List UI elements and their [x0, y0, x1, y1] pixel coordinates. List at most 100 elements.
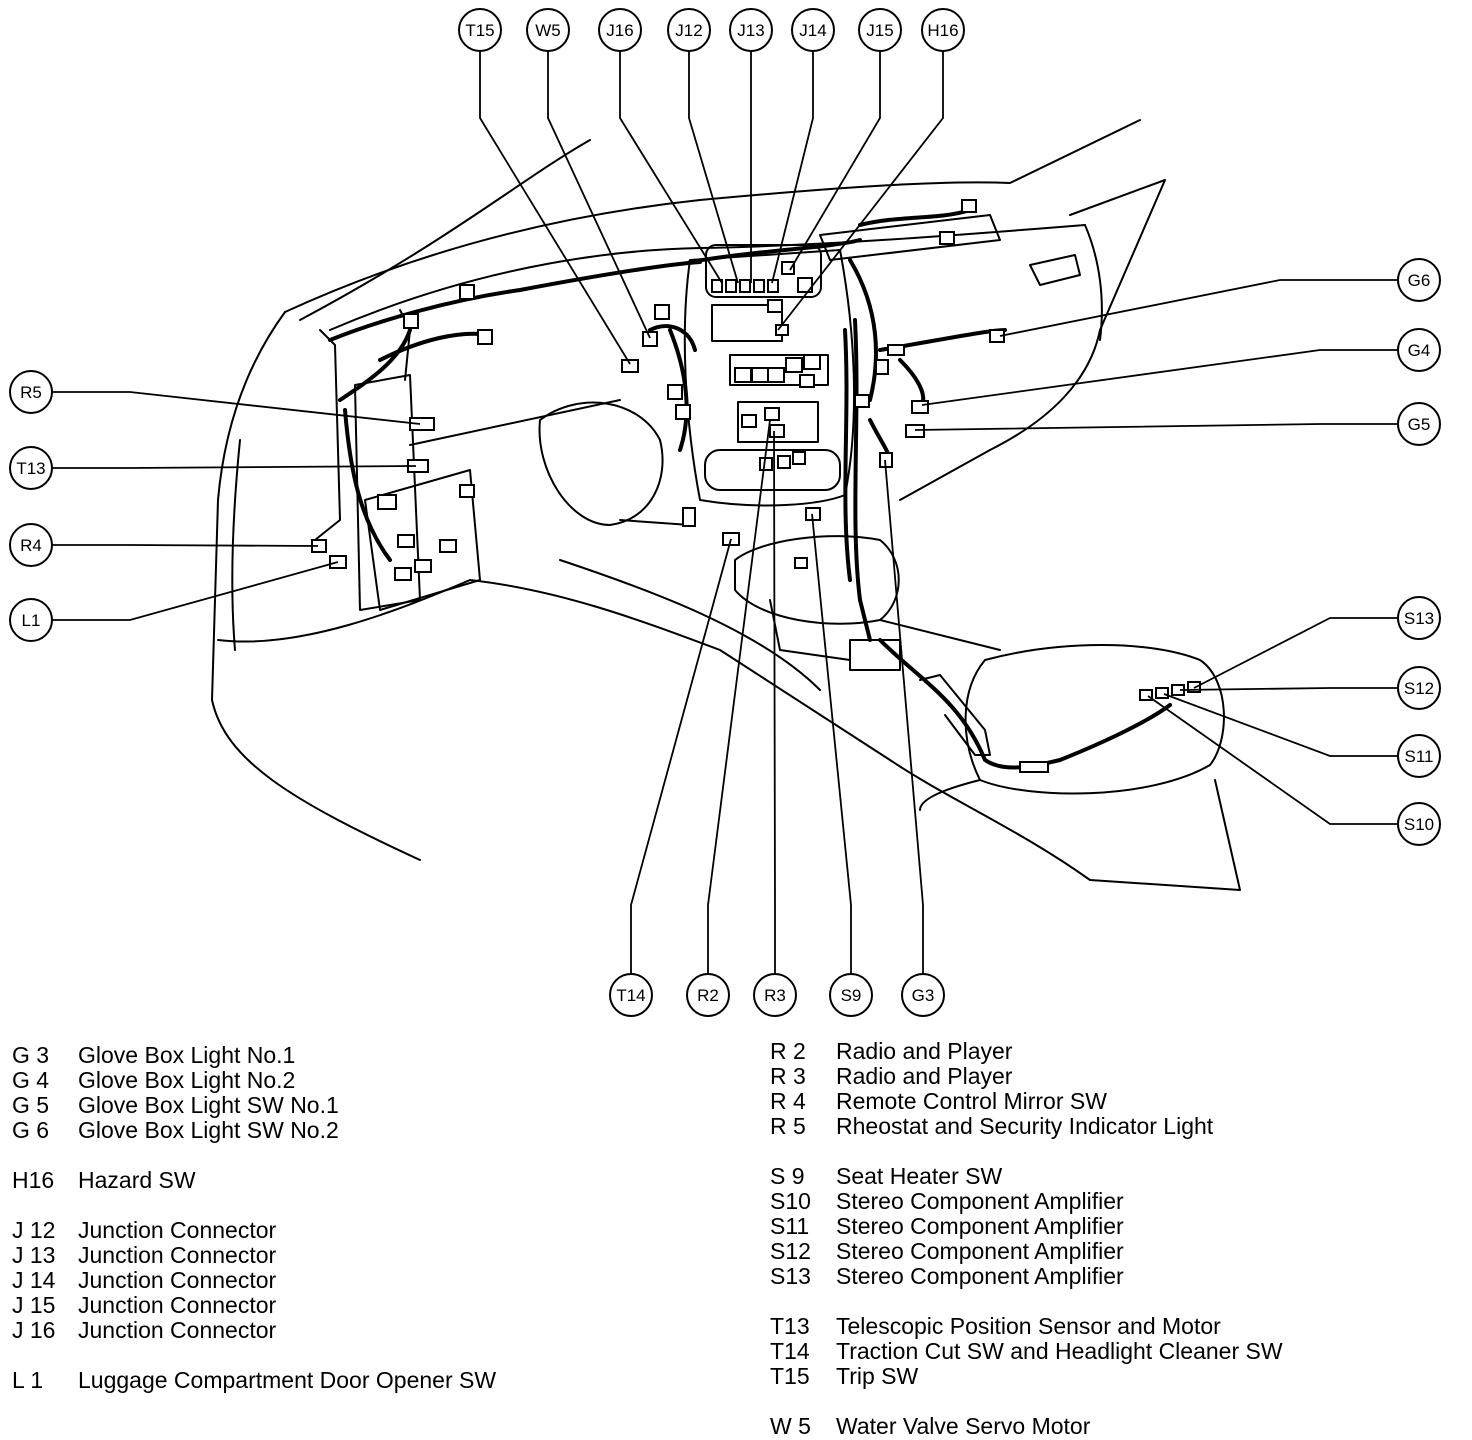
- callout-label: J12: [675, 21, 702, 40]
- legend-code: G 5: [12, 1092, 50, 1118]
- callout-g3: G3: [901, 973, 945, 1017]
- callout-r2: R2: [686, 973, 730, 1017]
- legend-group-h: H16 Hazard SW: [12, 1168, 496, 1193]
- callout-label: W5: [535, 21, 561, 40]
- legend-code: T13: [770, 1313, 810, 1339]
- callout-g4: G4: [1397, 328, 1441, 372]
- legend-desc: Stereo Component Amplifier: [836, 1263, 1124, 1289]
- legend-row: J 15 Junction Connector: [12, 1293, 496, 1318]
- callout-label: S11: [1405, 747, 1434, 766]
- callout-t15: T15: [458, 8, 502, 52]
- legend-desc: Luggage Compartment Door Opener SW: [78, 1367, 497, 1393]
- legend-desc: Glove Box Light No.2: [78, 1067, 296, 1093]
- legend-code: R 3: [770, 1063, 806, 1089]
- legend-code: G 3: [12, 1042, 50, 1068]
- callout-label: H16: [927, 21, 958, 40]
- callout-j16: J16: [598, 8, 642, 52]
- callout-s9: S9: [829, 973, 873, 1017]
- legend-desc: Glove Box Light No.1: [78, 1042, 296, 1068]
- legend-desc: Radio and Player: [836, 1038, 1013, 1064]
- legend-desc: Remote Control Mirror SW: [836, 1088, 1107, 1114]
- callout-r3: R3: [753, 973, 797, 1017]
- legend-desc: Junction Connector: [78, 1217, 277, 1243]
- legend-desc: Stereo Component Amplifier: [836, 1238, 1124, 1264]
- legend-code: J 12: [12, 1217, 56, 1243]
- legend-desc: Traction Cut SW and Headlight Cleaner SW: [836, 1338, 1283, 1364]
- callout-label: R3: [764, 986, 786, 1005]
- legend-code: S 9: [770, 1163, 805, 1189]
- callout-j12: J12: [667, 8, 711, 52]
- callout-label: S9: [841, 986, 862, 1005]
- legend-desc: Radio and Player: [836, 1063, 1013, 1089]
- callout-s13: S13: [1397, 596, 1441, 640]
- legend-code: J 15: [12, 1292, 56, 1318]
- legend-row: T14 Traction Cut SW and Headlight Cleaner…: [770, 1339, 1283, 1364]
- callout-j15: J15: [858, 8, 902, 52]
- legend-desc: Telescopic Position Sensor and Motor: [836, 1313, 1221, 1339]
- legend-row: L 1 Luggage Compartment Door Opener SW: [12, 1368, 496, 1393]
- legend-desc: Rheostat and Security Indicator Light: [836, 1113, 1214, 1139]
- callout-w5: W5: [526, 8, 570, 52]
- callout-label: J15: [866, 21, 893, 40]
- legend-row: H16 Hazard SW: [12, 1168, 496, 1193]
- legend-code: L 1: [12, 1367, 44, 1393]
- legend-desc: Junction Connector: [78, 1267, 277, 1293]
- callout-label: R5: [20, 383, 42, 402]
- callout-g6: G6: [1397, 258, 1441, 302]
- legend-row: S10 Stereo Component Amplifier: [770, 1189, 1283, 1214]
- legend-row: R 4 Remote Control Mirror SW: [770, 1089, 1283, 1114]
- dashboard-outline: [211, 119, 1241, 891]
- legend-code: T15: [770, 1363, 810, 1389]
- legend-code: G 6: [12, 1117, 50, 1143]
- legend-code: S11: [770, 1213, 810, 1239]
- legend-row: R 3 Radio and Player: [770, 1064, 1283, 1089]
- legend-code: S13: [770, 1263, 811, 1289]
- callout-g5: G5: [1397, 402, 1441, 446]
- callout-l1: L1: [9, 598, 53, 642]
- callout-r5: R5: [9, 370, 53, 414]
- callout-label: J14: [799, 21, 826, 40]
- legend-code: R 5: [770, 1113, 806, 1139]
- callout-label: T13: [16, 459, 45, 478]
- callout-label: G4: [1408, 341, 1431, 360]
- callout-j13: J13: [729, 8, 773, 52]
- wire-harness: [328, 208, 1172, 770]
- legend-desc: Junction Connector: [78, 1317, 277, 1343]
- callout-j14: J14: [791, 8, 835, 52]
- callout-label: J13: [737, 21, 764, 40]
- callout-t14: T14: [609, 973, 653, 1017]
- legend-code: T14: [770, 1338, 810, 1364]
- legend-code: H16: [12, 1167, 55, 1193]
- legend-code: R 2: [770, 1038, 806, 1064]
- legend-code: J 14: [12, 1267, 56, 1293]
- legend-code: R 4: [770, 1088, 806, 1114]
- legend-desc: Stereo Component Amplifier: [836, 1188, 1124, 1214]
- legend-row: G 3 Glove Box Light No.1: [12, 1043, 496, 1068]
- legend-desc: Seat Heater SW: [836, 1163, 1003, 1189]
- legend-desc: Junction Connector: [78, 1292, 277, 1318]
- callout-label: S13: [1404, 609, 1434, 628]
- callout-t13: T13: [9, 446, 53, 490]
- legend-code: S10: [770, 1188, 811, 1214]
- callout-s11: S11: [1397, 734, 1441, 778]
- callout-label: T15: [465, 21, 494, 40]
- leader-lines: [52, 49, 1398, 974]
- dashboard-wiring-diagram: T15 W5 J16 J12 J13 J14 J15 H16 G6 G4 G5 …: [9, 8, 1441, 1017]
- legend-code: J 13: [12, 1242, 56, 1268]
- legend-row: T13 Telescopic Position Sensor and Motor: [770, 1314, 1283, 1339]
- legend-desc: Water Valve Servo Motor: [836, 1413, 1091, 1439]
- legend-group-l: L 1 Luggage Compartment Door Opener SW: [12, 1368, 496, 1393]
- callout-label: G3: [912, 986, 935, 1005]
- legend-code: J 16: [12, 1317, 56, 1343]
- legend-desc: Hazard SW: [78, 1167, 196, 1193]
- callout-h16: H16: [921, 8, 965, 52]
- legend-row: J 14 Junction Connector: [12, 1268, 496, 1293]
